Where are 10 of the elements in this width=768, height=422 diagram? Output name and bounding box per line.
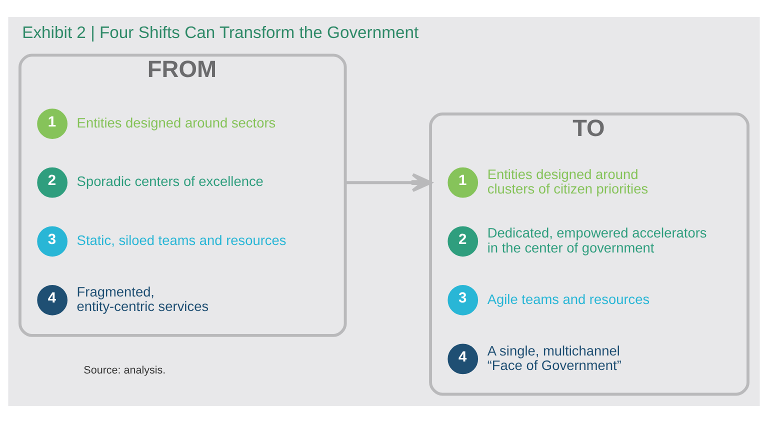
node-label: Entities designed around sectors — [76, 114, 276, 130]
node-label: Agile teams and resources — [487, 291, 650, 306]
node-label: Sporadic centers of excellence — [76, 174, 264, 189]
node-label: Entities designed around clusters of citizen priorities — [487, 166, 648, 196]
diagram-title: Exhibit 2 | Four Shifts Can Transform the Government — [22, 22, 419, 42]
node-label: Static, siloed teams and resources — [76, 232, 286, 248]
node-label: Dedicated, empowered accelerators in the center of government — [487, 225, 707, 255]
node-label: Fragmented, entity-centric services — [76, 284, 209, 314]
node-label: A single, multichannel “Face of Government” — [487, 342, 622, 372]
caption: Source: analysis. — [84, 364, 166, 376]
